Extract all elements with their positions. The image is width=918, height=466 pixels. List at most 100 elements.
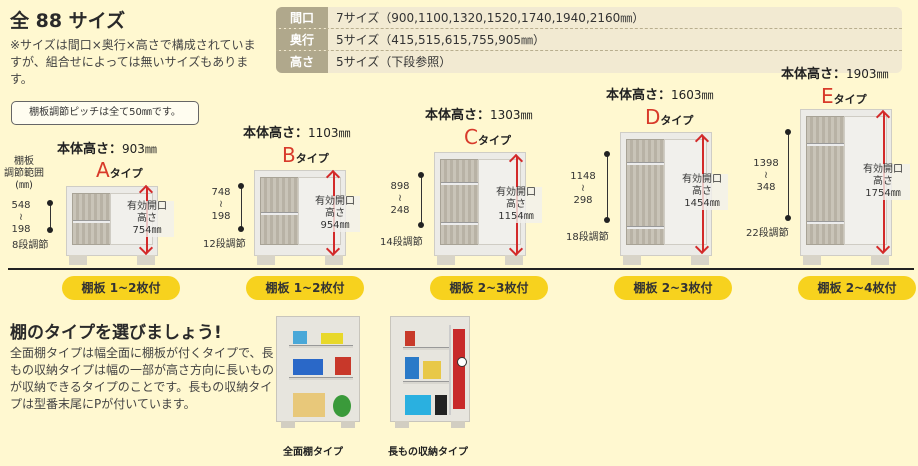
type-letter: E [821,84,834,108]
height-label: 本体高さ： [57,142,123,157]
long-bag-item [453,329,465,409]
height-value: 1903㎜ [846,67,889,81]
shelf-count-pill: 棚板 1~2枚付 [246,276,364,300]
height-value: 1103㎜ [308,126,351,140]
shelf [441,222,481,225]
type-d-range: 1148 ≀ 298 [566,171,600,207]
open-height-value: 1754㎜ [865,188,901,199]
open-label-line: 高さ [325,208,345,219]
shed-interior [806,116,848,245]
shelf [403,347,449,350]
open-label-line: 有効開口 [315,196,355,207]
cardboard-box-item [293,393,325,417]
range-sep: ≀ [764,170,768,181]
type-b-label: Bタイプ [282,143,329,167]
shed-leg [281,421,295,428]
spec-value: 5サイズ（下段参照） [336,55,452,69]
adjust-steps: 12段調節 [203,239,246,250]
range-bracket [604,151,610,223]
spec-row-depth: 奥行 5サイズ（415,515,615,755,905㎜） [276,29,902,51]
range-sep: ≀ [19,212,23,223]
range-top: 748 [211,187,231,198]
open-height-value: 1154㎜ [498,211,534,222]
size-note: ※サイズは間口×奥行×高さで構成されていますが、組合せによっては無いサイズもあり… [10,38,256,86]
type-a-label: Aタイプ [96,158,143,182]
adjust-steps: 18段調節 [566,232,609,243]
floor-line [8,268,914,270]
shelf-section-title: 棚のタイプを選びましょう! [10,323,222,343]
spec-value: 5サイズ（415,515,615,755,905㎜） [336,33,546,47]
open-height-value: 754㎜ [132,225,162,236]
type-d-height: 本体高さ：1603㎜ [606,84,714,103]
long-storage-type-caption: 長もの収納タイプ [388,447,468,458]
spec-key: 間口 [276,7,328,28]
spec-row-height: 高さ 5サイズ（下段参照） [276,51,902,73]
shed-leg [137,255,155,265]
open-height-label: 有効開口 高さ 754㎜ [120,201,174,237]
height-label: 本体高さ： [425,108,491,123]
open-label-line: 有効開口 [863,164,903,175]
adjust-steps: 8段調節 [12,240,49,251]
shelf [627,162,667,165]
spec-row-width: 間口 7サイズ（900,1100,1320,1520,1740,1940,216… [276,7,902,29]
height-label: 本体高さ： [243,126,309,141]
soccer-ball-item [457,357,467,367]
shelf-count-pill: 棚板 1~2枚付 [62,276,180,300]
shed-leg [451,421,465,428]
open-label-line: 有効開口 [682,174,722,185]
range-top: 548 [11,200,31,211]
shed-leg [691,255,709,265]
open-label-line: 有効開口 [127,201,167,212]
type-suffix: タイプ [833,93,867,106]
range-sep: ≀ [581,183,585,194]
height-label: 本体高さ： [781,67,847,82]
hose-reel-item [333,395,351,417]
long-storage-type-photo [390,316,470,428]
shelf [289,377,353,380]
range-bottom: 198 [11,224,31,235]
range-bottom: 248 [390,205,410,216]
type-suffix: タイプ [109,167,143,180]
height-value: 1603㎜ [671,88,714,102]
shed-leg [803,255,821,265]
type-b-range: 748 ≀ 198 [206,187,236,223]
type-c-height: 本体高さ：1303㎜ [425,104,533,123]
open-height-label: 有効開口 高さ 954㎜ [310,196,360,232]
open-label-line: 有効開口 [496,187,536,198]
type-b-height: 本体高さ：1103㎜ [243,122,351,141]
open-height-value: 954㎜ [320,220,350,231]
type-e-height: 本体高さ：1903㎜ [781,63,889,82]
boots-box-item [423,361,441,379]
cooler-box-item [405,395,431,415]
shelf [807,221,847,224]
shed-interior [72,193,114,245]
range-top: 1148 [570,171,596,182]
type-c-label: Cタイプ [464,125,511,149]
shed-leg [341,421,355,428]
type-letter: D [645,105,661,129]
shed-leg [257,255,275,265]
type-a-range: 548 ≀ 198 [6,200,36,236]
range-bracket [418,172,424,228]
range-sep: ≀ [219,199,223,210]
full-shelf-type-caption: 全面棚タイプ [283,447,343,458]
range-header-line: 調節範囲 [4,168,44,179]
type-e-range: 1398 ≀ 348 [749,158,783,194]
shelf [289,345,353,348]
shed-leg [871,255,889,265]
open-label-line: 高さ [873,176,893,187]
shed-interior [260,177,302,245]
type-letter: A [96,158,110,182]
rain-boots-item [435,395,447,415]
shed-leg [437,255,455,265]
open-height-value: 1454㎜ [684,198,720,209]
cooler-item [335,357,351,375]
tank-item [405,357,419,379]
shed-interior [626,139,668,245]
spec-value: 7サイズ（900,1100,1320,1520,1740,1940,2160㎜） [336,11,645,25]
range-top: 898 [390,181,410,192]
type-suffix: タイプ [295,152,329,165]
watering-can-item [293,331,307,344]
open-label-line: 高さ [692,186,712,197]
type-a-height: 本体高さ：903㎜ [57,138,157,157]
